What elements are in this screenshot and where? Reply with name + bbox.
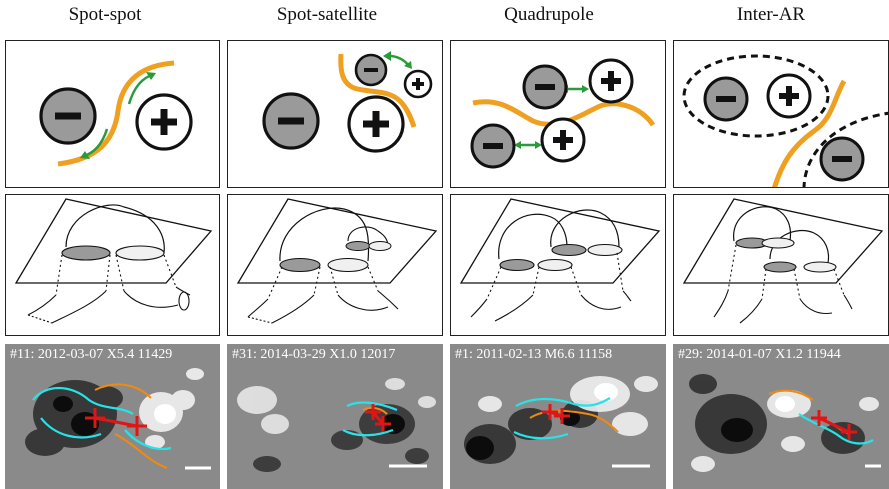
negative-satellite-spot — [354, 53, 388, 87]
ribbon-cyan — [342, 401, 398, 437]
magnetogram-label: #31: 2014-03-29 X1.0 12017 — [232, 347, 396, 362]
flux-marker — [85, 408, 147, 436]
positive-spot-top — [588, 58, 634, 104]
positive-spot — [135, 93, 193, 151]
ribbon-cyan — [32, 387, 172, 451]
negative-spot-2 — [819, 136, 865, 182]
positive-satellite-spot — [403, 69, 433, 99]
ribbon-orange — [362, 406, 388, 415]
positive-spot — [766, 73, 812, 119]
active-region-outline-2 — [802, 111, 888, 187]
flux-marker — [365, 404, 391, 432]
magnetogram-event-11: #11: 2012-03-07 X5.4 11429 — [5, 344, 220, 489]
flux-marker — [542, 404, 570, 424]
flux-marker — [811, 410, 857, 440]
schematic-inter-ar — [673, 40, 889, 188]
magnetogram-event-1: #1: 2011-02-13 M6.6 11158 — [450, 344, 666, 489]
magnetogram-event-31: #31: 2014-03-29 X1.0 12017 — [227, 344, 443, 489]
column-title-quadrupole: Quadrupole — [504, 4, 594, 25]
pil-line — [338, 53, 417, 128]
flux-tube-sketch-spot-satellite — [227, 194, 443, 336]
ribbon-orange — [94, 383, 168, 469]
ribbon-cyan — [513, 397, 611, 440]
negative-spot-large — [262, 92, 320, 150]
flux-tube-sketch-spot-spot — [5, 194, 220, 336]
schematic-spot-satellite — [227, 40, 443, 188]
negative-spot-1 — [703, 76, 749, 122]
magnetogram-event-29: #29: 2014-01-07 X1.2 11944 — [673, 344, 889, 489]
magnetogram-label: #1: 2011-02-13 M6.6 11158 — [455, 347, 613, 362]
column-title-spot-satellite: Spot-satellite — [276, 4, 378, 25]
motion-arrow-bottom — [514, 141, 542, 149]
negative-spot-bottom — [470, 123, 516, 169]
schematic-spot-spot — [5, 40, 220, 188]
schematic-quadrupole — [450, 40, 666, 188]
flux-tube-sketch-quadrupole — [450, 194, 666, 336]
active-region-outline-1 — [682, 54, 830, 138]
magnetogram-label: #29: 2014-01-07 X1.2 11944 — [678, 347, 841, 362]
pil-line — [772, 79, 847, 187]
negative-spot — [39, 87, 97, 145]
column-title-inter-ar: Inter-AR — [736, 4, 806, 25]
positive-spot-large — [347, 95, 405, 153]
magnetogram-label: #11: 2012-03-07 X5.4 11429 — [10, 347, 173, 362]
negative-spot-top — [522, 64, 568, 110]
ribbon-cyan — [798, 413, 874, 445]
column-title-spot-spot: Spot-spot — [68, 4, 142, 25]
positive-spot-bottom — [540, 117, 586, 163]
flux-tube-sketch-inter-ar — [673, 194, 889, 336]
